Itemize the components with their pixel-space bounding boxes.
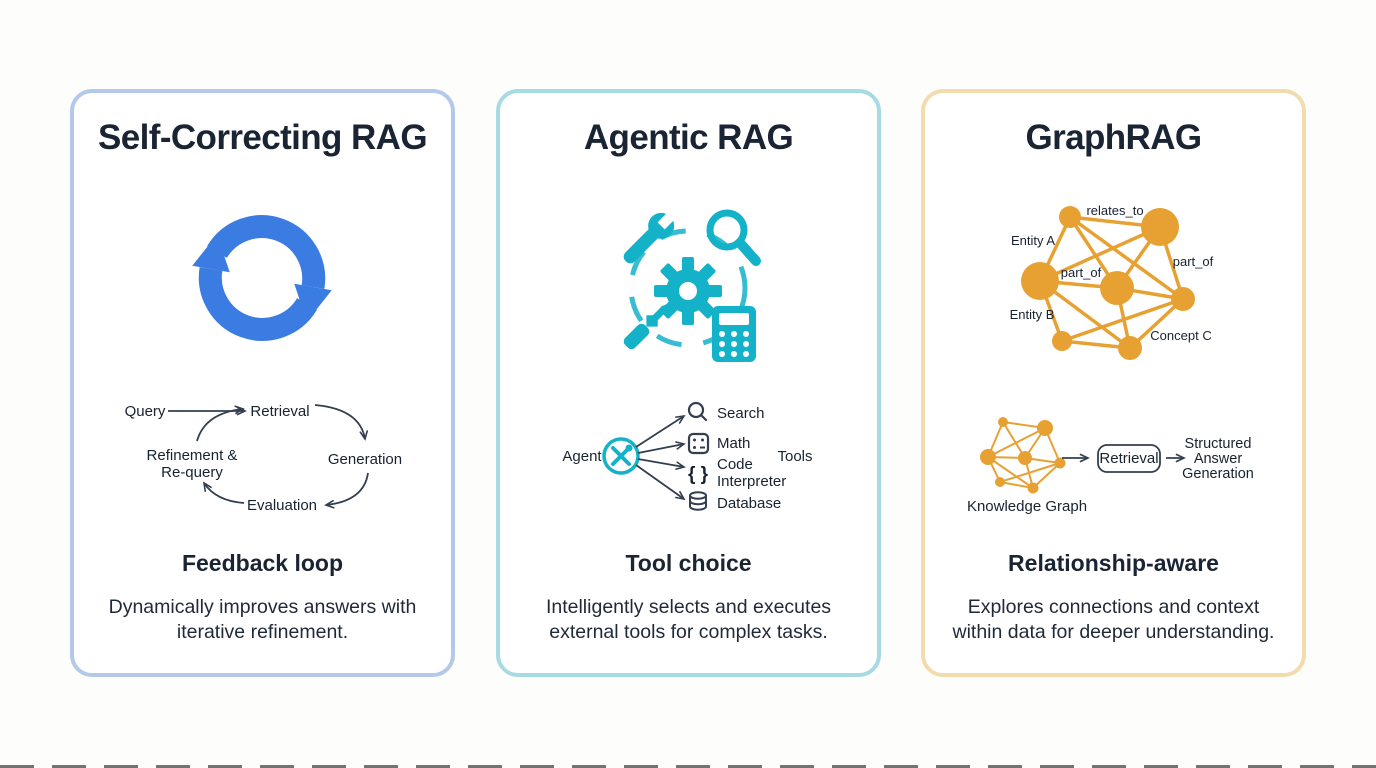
node-label-entity-b: Entity B — [1010, 307, 1055, 322]
agent-circle-icon — [602, 437, 640, 475]
math-icon — [687, 432, 710, 455]
graphrag-flow-diagram: Knowledge Graph Retrieval Structured Ans… — [967, 417, 1254, 515]
edge-label-relates-to: relates_to — [1086, 203, 1143, 218]
description-line: within data for deeper understanding. — [952, 620, 1275, 643]
node-label-concept-c: Concept C — [1150, 328, 1211, 343]
card-title: Self-Correcting RAG — [98, 118, 428, 157]
scan-artifact-line — [0, 765, 1376, 768]
tool-label-code-2: Interpreter — [717, 473, 786, 490]
card-description: Explores connections and context within … — [938, 595, 1290, 644]
dashed-circle — [628, 228, 748, 348]
loop-label-query: Query — [125, 403, 166, 420]
knowledge-graph-icon: relates_to Entity A part_of part_of Enti… — [1010, 203, 1214, 360]
card-agentic-rag: Agentic RAG — [496, 89, 881, 677]
card-subtitle: Relationship-aware — [1008, 550, 1219, 576]
mini-graph-nodes — [980, 417, 1066, 494]
loop-label-refinement-1: Refinement & — [147, 447, 238, 464]
tools-group-label: Tools — [777, 448, 812, 465]
card-description: Intelligently selects and executes exter… — [513, 595, 865, 644]
card-title: Agentic RAG — [583, 118, 794, 157]
search-icon — [687, 401, 708, 422]
feedback-loop-diagram: Query Retrieval Generation Evaluation Re… — [125, 403, 403, 514]
loop-label-evaluation: Evaluation — [247, 497, 317, 514]
structured-answer-label: Structured Answer Generation — [1182, 436, 1254, 482]
edge-label-part-of-right: part_of — [1173, 254, 1214, 269]
svg-text:Structured: Structured — [1185, 436, 1252, 452]
card-subtitle: Feedback loop — [181, 550, 344, 576]
database-icon — [689, 491, 707, 511]
agent-label: Agent — [562, 448, 602, 465]
magnifier-icon — [706, 209, 761, 266]
tool-label-search: Search — [717, 405, 765, 422]
retrieval-box — [1097, 444, 1161, 473]
graph-nodes — [1021, 206, 1195, 360]
tool-label-database: Database — [717, 495, 781, 512]
code-braces-icon: { } — [688, 464, 709, 485]
calculator-icon — [712, 306, 756, 362]
card-title: GraphRAG — [1025, 118, 1202, 157]
card-self-correcting-rag: Self-Correcting RAG Query — [70, 89, 455, 677]
svg-text:Answer: Answer — [1194, 451, 1243, 467]
refresh-cycle-icon — [74, 196, 451, 364]
refresh-arrowheads — [192, 234, 332, 322]
agent-tools-diagram: Agent Search Ma — [562, 401, 813, 512]
agent-tool-arrows — [635, 414, 686, 501]
loop-label-generation: Generation — [328, 451, 402, 468]
refresh-arcs — [198, 215, 326, 341]
graph-labels: relates_to Entity A part_of part_of Enti… — [1010, 203, 1214, 343]
tool-label-code-1: Code — [717, 456, 753, 473]
loop-labels: Query Retrieval Generation Evaluation Re… — [125, 403, 403, 514]
description-line: Intelligently selects and executes — [545, 596, 832, 618]
edge-label-part-of-center: part_of — [1061, 265, 1102, 280]
loop-label-refinement-2: Re-query — [161, 464, 223, 481]
card-description: Dynamically improves answers with iterat… — [87, 595, 439, 644]
description-line: external tools for complex tasks. — [549, 620, 828, 643]
description-line: Dynamically improves answers with — [108, 596, 417, 618]
screwdriver-icon — [623, 302, 671, 350]
tools-cluster-icon-svg — [623, 208, 761, 362]
mini-graph-label: Knowledge Graph — [967, 498, 1087, 515]
card-graphrag: GraphRAG re — [921, 89, 1306, 677]
loop-arrows — [168, 404, 369, 509]
gear-icon — [654, 257, 722, 325]
svg-text:Generation: Generation — [1182, 466, 1254, 482]
wrench-icon — [623, 208, 679, 264]
refresh-cycle-icon-svg — [192, 215, 332, 341]
loop-label-retrieval: Retrieval — [250, 403, 309, 420]
description-line: Explores connections and context — [967, 596, 1260, 618]
description-line: iterative refinement. — [176, 620, 349, 643]
retrieval-label: Retrieval — [1099, 450, 1158, 467]
node-label-entity-a: Entity A — [1011, 233, 1055, 248]
tools-cluster-icon — [500, 196, 877, 366]
card-subtitle: Tool choice — [625, 550, 752, 576]
tool-label-math: Math — [717, 435, 750, 452]
